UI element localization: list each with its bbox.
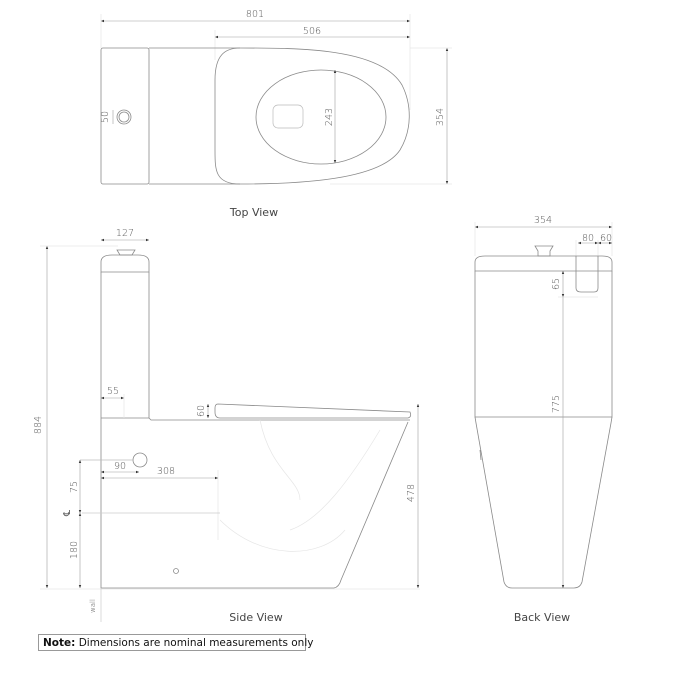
tank-body	[100, 272, 410, 421]
outlet-rect	[575, 256, 599, 293]
dim-bowl-width: 243	[324, 108, 335, 126]
dim-outlet-edge: 60	[600, 233, 612, 244]
dim-seat-length: 506	[303, 26, 321, 37]
fixing-hole-icon	[173, 568, 179, 574]
dim-inlet-offset: 90	[114, 461, 126, 472]
tank-lid	[100, 254, 150, 273]
dim-overall-length: 801	[246, 9, 264, 20]
back-view: 354 80 60 65 775 Back View	[474, 215, 613, 624]
seat-profile	[214, 403, 412, 419]
dim-back-width: 354	[534, 215, 552, 226]
dim-seat-thickness: 60	[196, 405, 207, 417]
dim-pan-height: 478	[406, 484, 417, 502]
top-view: 801 506 50 243 354 Top View	[100, 9, 452, 219]
tank-body	[474, 271, 613, 418]
dim-inlet-above-cl: 75	[69, 481, 80, 493]
dim-button-dia: 50	[100, 111, 111, 123]
dim-outlet-setout: 308	[157, 466, 175, 477]
tank-outline	[100, 47, 150, 185]
water-inlet-icon	[132, 452, 148, 468]
centerline-symbol: ℄	[62, 509, 73, 517]
dim-outlet-drop: 65	[551, 278, 562, 290]
pan-outline	[474, 416, 613, 589]
flush-button-icon	[534, 245, 554, 257]
dim-tank-offset: 55	[107, 386, 119, 397]
note-box: Note: Dimensions are nominal measurement…	[38, 634, 313, 651]
bowl-outline	[255, 69, 387, 165]
dim-outlet-width: 80	[582, 233, 594, 244]
note-label: Note:	[43, 637, 76, 649]
seat-outline	[214, 47, 410, 185]
outlet-outline	[272, 104, 304, 129]
dim-tank-depth: 127	[116, 228, 134, 239]
dim-overall-width: 354	[435, 108, 446, 126]
flush-button-icon	[116, 249, 136, 256]
caption-side-view: Side View	[229, 611, 282, 624]
wall-label: wall	[89, 599, 97, 613]
side-view: 127 884 55 60 478 90 308 75 ℄ 180 wall S…	[33, 228, 420, 624]
flush-button-icon	[116, 109, 132, 125]
tank-lid	[474, 255, 613, 272]
caption-top-view: Top View	[229, 206, 278, 219]
pan-outline	[100, 418, 409, 589]
dim-overall-height: 884	[33, 416, 44, 434]
note-text: Dimensions are nominal measurements only	[78, 637, 314, 649]
trapway-hidden-lines	[217, 419, 381, 552]
caption-back-view: Back View	[514, 611, 570, 624]
dim-cl-height: 180	[69, 541, 80, 559]
dim-outlet-height: 775	[551, 395, 562, 413]
